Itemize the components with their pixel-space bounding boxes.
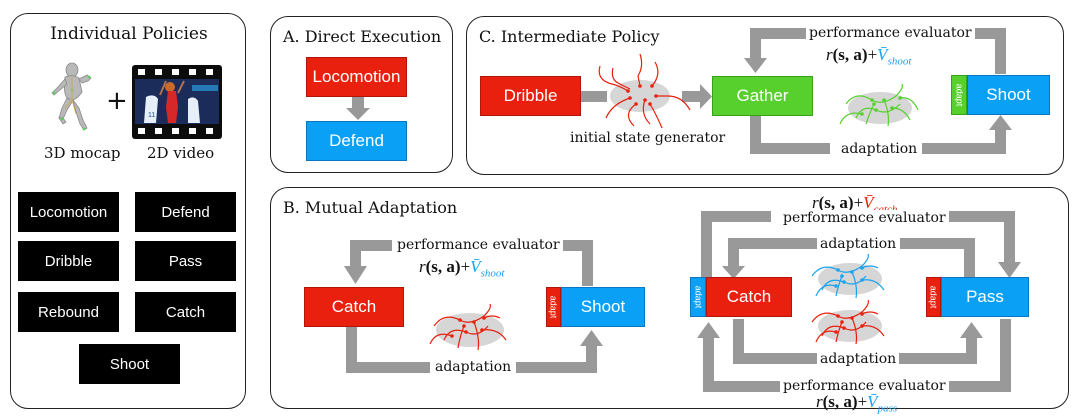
- skill-box-shoot: Shoot: [79, 344, 180, 384]
- panel-c-dribble-box: Dribble: [480, 76, 581, 116]
- panel-b-left-catch-box: Catch: [304, 287, 404, 327]
- panel-c-formula: r(s, a)+V̄shoot: [826, 45, 912, 68]
- panel-b-right-pass-box: Pass: [941, 277, 1029, 317]
- skill-box-pass: Pass: [135, 241, 236, 281]
- plus-sign: +: [106, 86, 128, 116]
- arrow-up-icon: [989, 115, 1012, 130]
- arrow-down-icon: [346, 108, 370, 120]
- arrow-up-icon: [960, 322, 983, 338]
- panel-b-right-blue-cloud: [818, 263, 882, 295]
- individual-policies-title: Individual Policies: [50, 24, 208, 44]
- mocap-caption: 3D mocap: [44, 144, 121, 162]
- video-film-strip-icon: 11: [132, 65, 222, 139]
- arrow-right-icon: [700, 84, 712, 109]
- adaptation-cloud: [848, 92, 912, 124]
- panel-b-right-bottom-evaluator-label: performance evaluator: [780, 378, 949, 394]
- panel-c-evaluator-label: performance evaluator: [806, 25, 975, 41]
- mocap-figure-icon: [51, 62, 92, 131]
- panel-c-shoot-box: Shoot: [967, 75, 1050, 115]
- panel-b-left-formula: r(s, a)+V̄shoot: [419, 257, 505, 280]
- generator-cloud: [610, 80, 670, 112]
- panel-c-adapt-tag: adapt: [951, 75, 967, 115]
- panel-b-left-adaptation-label: adaptation: [432, 359, 515, 375]
- skill-box-locomotion: Locomotion: [18, 192, 119, 232]
- panel-b-right-red-cloud: [818, 310, 882, 342]
- panel-b-right-catch-box: Catch: [706, 277, 792, 317]
- arrow-down-icon: [744, 58, 767, 73]
- panel-c-gather-box: Gather: [712, 76, 813, 116]
- panel-a-defend-box: Defend: [306, 121, 407, 161]
- arrow-down-icon: [722, 266, 745, 279]
- panel-b-left-evaluator-label: performance evaluator: [394, 237, 563, 253]
- panel-b-right-pass-adapt-tag: adapt: [926, 277, 941, 317]
- skill-box-rebound: Rebound: [18, 292, 119, 332]
- skill-box-defend: Defend: [135, 192, 236, 232]
- generator-trajectories: [598, 53, 691, 129]
- panel-b-right-top-adaptation-label: adaptation: [817, 236, 900, 252]
- panel-b-right-bottom-adaptation-label: adaptation: [817, 351, 900, 367]
- panel-b-right-bottom-formula: r(s, a)+V̄pass: [816, 392, 898, 415]
- arrow-down-icon: [998, 262, 1021, 278]
- skill-box-dribble: Dribble: [18, 241, 119, 281]
- panel-c-generator-label: initial state generator: [570, 130, 726, 146]
- panel-b-left-adapt-tag: adapt: [546, 287, 561, 327]
- panel-a-title: A. Direct Execution: [283, 27, 442, 46]
- arrow-up-icon: [580, 330, 603, 346]
- svg-text:11: 11: [148, 112, 155, 119]
- panel-b-right-top-evaluator-label: performance evaluator: [780, 210, 949, 226]
- panel-c-adaptation-label: adaptation: [838, 141, 921, 157]
- panel-b-left-shoot-box: Shoot: [561, 287, 645, 327]
- panel-b-left-cloud: [436, 313, 504, 347]
- video-caption: 2D video: [147, 144, 215, 162]
- panel-c-title: C. Intermediate Policy: [479, 27, 660, 46]
- skill-box-catch: Catch: [135, 292, 236, 332]
- arrow-up-icon: [697, 322, 720, 338]
- panel-b-right-catch-adapt-tag: adapt: [690, 277, 706, 317]
- panel-a-locomotion-box: Locomotion: [306, 57, 407, 97]
- arrow-down-icon: [344, 266, 367, 284]
- panel-b-title: B. Mutual Adaptation: [283, 198, 458, 217]
